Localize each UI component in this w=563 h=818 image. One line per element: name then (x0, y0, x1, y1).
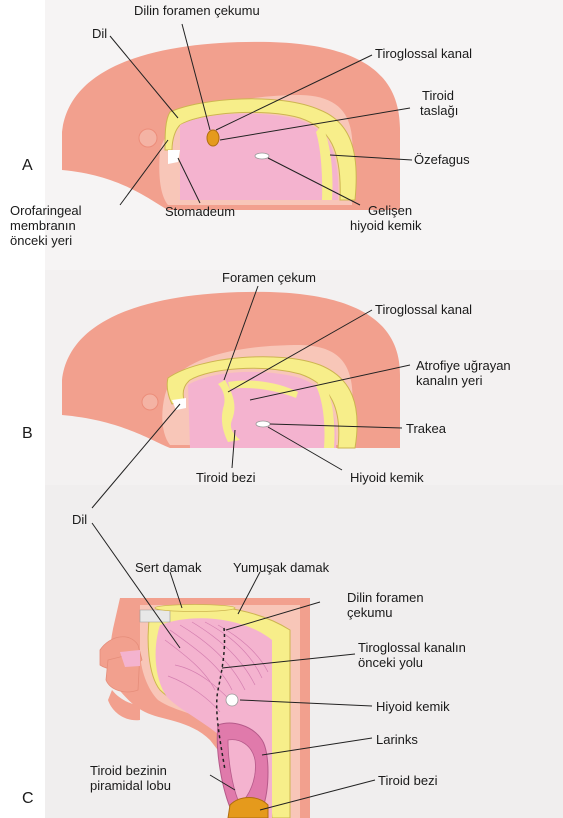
label-sert-damak: Sert damak (135, 560, 201, 575)
label-tiroid-taslagi-line2: taslağı (420, 103, 458, 118)
label-orofaringeal-line2: membranın (10, 218, 76, 233)
label-hiyoid-kemik-c: Hiyoid kemik (376, 699, 450, 714)
label-orofaringeal-line3: önceki yeri (10, 233, 72, 248)
label-atrofiye-line2: kanalın yeri (416, 373, 482, 388)
label-stomadeum: Stomadeum (165, 204, 235, 219)
label-dil-a: Dil (92, 26, 107, 41)
label-foramen-cekum-b: Foramen çekum (222, 270, 316, 285)
label-orofaringeal-line1: Orofaringeal (10, 203, 82, 218)
label-tiroid-taslagi-line1: Tiroid (422, 88, 454, 103)
hyoid-b (256, 421, 270, 427)
label-tiroid-bezi-c: Tiroid bezi (378, 773, 437, 788)
label-ozefagus: Özefagus (414, 152, 470, 167)
label-tiroglossal-kanal-b: Tiroglossal kanal (375, 302, 472, 317)
label-piramidal-line1: Tiroid bezinin (90, 763, 167, 778)
hyoid-c (226, 694, 238, 706)
panel-b-letter: B (22, 425, 33, 443)
label-trakea: Trakea (406, 421, 446, 436)
label-dilin-foramen-c-line1: Dilin foramen (347, 590, 424, 605)
hard-palate (155, 605, 235, 612)
label-tiroid-bezi-b: Tiroid bezi (196, 470, 255, 485)
label-piramidal-line2: piramidal lobu (90, 778, 171, 793)
label-yumusak-damak: Yumuşak damak (233, 560, 329, 575)
label-hiyoid-kemik-b: Hiyoid kemik (350, 470, 424, 485)
panel-c-letter: C (22, 790, 34, 808)
label-gelisen-line1: Gelişen (368, 203, 412, 218)
hyoid-developing-a (255, 153, 269, 159)
panel-a-letter: A (22, 157, 33, 175)
label-dilin-foramen-cekumu-a: Dilin foramen çekumu (134, 3, 260, 18)
label-atrofiye-line1: Atrofiye uğrayan (416, 358, 511, 373)
label-dilin-foramen-c-line2: çekumu (347, 605, 393, 620)
label-gelisen-line2: hiyoid kemik (350, 218, 422, 233)
label-larinks: Larinks (376, 732, 418, 747)
label-dil-c: Dil (72, 512, 87, 527)
label-tiroglossal-kanalin-line2: önceki yolu (358, 655, 423, 670)
label-tiroglossal-kanal-a: Tiroglossal kanal (375, 46, 472, 61)
label-tiroglossal-kanalin-line1: Tiroglossal kanalın (358, 640, 466, 655)
thyroid-primordium (207, 130, 219, 146)
